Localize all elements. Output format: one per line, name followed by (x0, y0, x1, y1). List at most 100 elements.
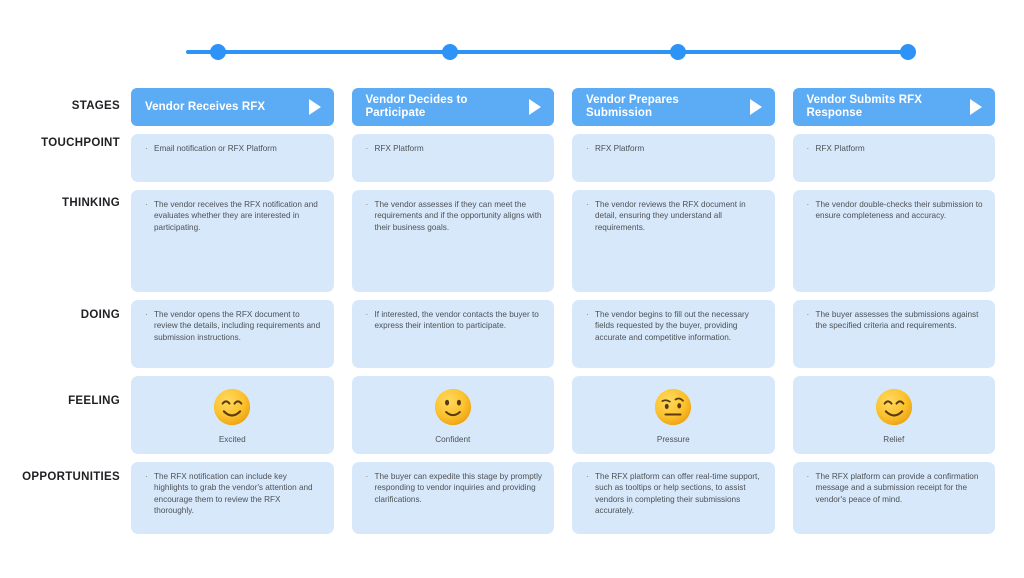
stage-header-1[interactable]: Vendor Receives RFX (131, 88, 334, 126)
row-thinking: THINKING · The vendor receives the RFX n… (0, 190, 1024, 292)
arrow-right-icon (529, 99, 541, 115)
stage-column-3: Vendor Prepares Submission (572, 88, 775, 126)
smiling-face-with-smiling-eyes-icon (214, 388, 251, 425)
stage-title-3: Vendor Prepares Submission (586, 94, 679, 119)
doing-card-2[interactable]: · If interested, the vendor contacts the… (351, 300, 554, 368)
touchpoint-card-2[interactable]: · RFX Platform (351, 134, 554, 182)
row-touchpoint: TOUCHPOINT · Email notification or RFX P… (0, 134, 1024, 182)
doing-text-2: If interested, the vendor contacts the b… (374, 310, 539, 331)
timeline-track (186, 50, 908, 54)
opportunity-card-2[interactable]: · The buyer can expedite this stage by p… (351, 462, 554, 534)
bullet-item: · The RFX notification can include key h… (145, 471, 322, 517)
touchpoint-text-4: RFX Platform (815, 144, 865, 153)
timeline-dot-3[interactable] (670, 44, 687, 60)
bullet-glyph: · (365, 310, 369, 319)
doing-card-3[interactable]: · The vendor begins to fill out the nece… (572, 300, 775, 368)
touchpoint-card-4[interactable]: · RFX Platform (792, 134, 995, 182)
feeling-card-3[interactable]: Pressure (572, 376, 775, 454)
arrow-right-icon (308, 99, 321, 115)
touchpoint-text-2: RFX Platform (374, 144, 424, 153)
thinking-card-3[interactable]: · The vendor reviews the RFX document in… (572, 190, 775, 292)
thinking-text-4: The vendor double-checks their submissio… (815, 200, 983, 221)
journey-map-board: STAGES Vendor Receives RFX Vendor Decide… (0, 88, 1024, 542)
bullet-item: · The vendor double-checks their submiss… (807, 199, 984, 222)
face-with-raised-eyebrow-icon (655, 388, 692, 425)
bullet-item: · The RFX platform can provide a confirm… (807, 471, 984, 505)
stage-title-1: Vendor Receives RFX (145, 100, 266, 113)
feeling-cells: Excited Confident (120, 376, 1024, 454)
touchpoint-cells: · Email notification or RFX Platform · R… (120, 134, 1024, 182)
bullet-glyph: · (145, 200, 148, 209)
opportunity-text-3: The RFX platform can offer real-time sup… (595, 472, 760, 516)
row-feeling: FEELING Excited (0, 376, 1024, 454)
touchpoint-card-1[interactable]: · Email notification or RFX Platform (131, 134, 334, 182)
thinking-card-4[interactable]: · The vendor double-checks their submiss… (792, 190, 995, 292)
doing-text-4: The buyer assesses the submissions again… (815, 310, 979, 331)
row-label-doing: DOING (80, 309, 120, 321)
bullet-glyph: · (365, 472, 369, 481)
opportunity-card-4[interactable]: · The RFX platform can provide a confirm… (792, 462, 995, 534)
row-opportunities: OPPORTUNITIES · The RFX notification can… (0, 462, 1024, 534)
bullet-glyph: · (145, 310, 148, 319)
row-doing: DOING · The vendor opens the RFX documen… (0, 300, 1024, 368)
touchpoint-card-3[interactable]: · RFX Platform (572, 134, 775, 182)
bullet-item: · The vendor opens the RFX document to r… (145, 309, 322, 343)
bullet-glyph: · (145, 472, 148, 481)
feeling-card-4[interactable]: Relief (792, 376, 995, 454)
row-label-stages: STAGES (71, 100, 120, 112)
stage-title-2: Vendor Decides to Participate (365, 94, 468, 119)
bullet-item: · RFX Platform (807, 143, 984, 154)
stage-header-2[interactable]: Vendor Decides to Participate (351, 88, 554, 126)
feeling-label-1: Excited (218, 434, 246, 444)
bullet-glyph: · (586, 310, 589, 319)
smiling-face-with-smiling-eyes-icon (875, 388, 912, 425)
bullet-item: · The vendor receives the RFX notificati… (145, 199, 322, 233)
stage-column-4: Vendor Submits RFX Response (792, 88, 995, 126)
opportunities-cells: · The RFX notification can include key h… (120, 462, 1024, 534)
row-label-opportunities: OPPORTUNITIES (22, 471, 120, 483)
bullet-glyph: · (365, 144, 369, 153)
stage-column-2: Vendor Decides to Participate (351, 88, 554, 126)
touchpoint-text-3: RFX Platform (595, 144, 645, 153)
opportunity-card-3[interactable]: · The RFX platform can offer real-time s… (572, 462, 775, 534)
feeling-card-2[interactable]: Confident (351, 376, 554, 454)
feeling-label-3: Pressure (656, 434, 690, 444)
row-stages: STAGES Vendor Receives RFX Vendor Decide… (0, 88, 1024, 126)
stages-cells: Vendor Receives RFX Vendor Decides to Pa… (120, 88, 1024, 126)
thinking-card-1[interactable]: · The vendor receives the RFX notificati… (131, 190, 334, 292)
timeline-dot-1[interactable] (209, 44, 226, 60)
bullet-item: · Email notification or RFX Platform (145, 143, 322, 154)
opportunity-card-1[interactable]: · The RFX notification can include key h… (131, 462, 334, 534)
thinking-cells: · The vendor receives the RFX notificati… (120, 190, 1024, 292)
thinking-card-2[interactable]: · The vendor assesses if they can meet t… (351, 190, 554, 292)
doing-card-1[interactable]: · The vendor opens the RFX document to r… (131, 300, 334, 368)
bullet-item: · RFX Platform (586, 143, 763, 154)
opportunity-text-2: The buyer can expedite this stage by pro… (374, 472, 542, 504)
stage-header-3[interactable]: Vendor Prepares Submission (572, 88, 775, 126)
bullet-glyph: · (145, 144, 148, 153)
arrow-right-icon (970, 99, 982, 115)
bullet-item: · The RFX platform can offer real-time s… (586, 471, 763, 517)
bullet-glyph: · (806, 310, 810, 319)
bullet-glyph: · (586, 472, 589, 481)
row-label-feeling: FEELING (68, 395, 120, 407)
feeling-card-1[interactable]: Excited (131, 376, 334, 454)
doing-card-4[interactable]: · The buyer assesses the submissions aga… (792, 300, 995, 368)
bullet-glyph: · (806, 472, 810, 481)
bullet-glyph: · (365, 200, 369, 209)
slightly-smiling-face-icon (434, 388, 471, 425)
bullet-glyph: · (806, 144, 810, 153)
bullet-glyph: · (586, 200, 589, 209)
thinking-text-1: The vendor receives the RFX notification… (154, 200, 318, 232)
row-label-thinking: THINKING (62, 197, 120, 209)
stage-title-4: Vendor Submits RFX Response (806, 94, 923, 119)
touchpoint-text-1: Email notification or RFX Platform (154, 144, 277, 153)
opportunity-text-1: The RFX notification can include key hig… (154, 472, 313, 516)
thinking-text-3: The vendor reviews the RFX document in d… (595, 200, 746, 232)
timeline-dot-2[interactable] (442, 44, 459, 60)
doing-cells: · The vendor opens the RFX document to r… (120, 300, 1024, 368)
feeling-label-4: Relief (883, 434, 905, 444)
stage-header-4[interactable]: Vendor Submits RFX Response (792, 88, 995, 126)
bullet-glyph: · (806, 200, 810, 209)
timeline-dot-4[interactable] (900, 44, 916, 60)
